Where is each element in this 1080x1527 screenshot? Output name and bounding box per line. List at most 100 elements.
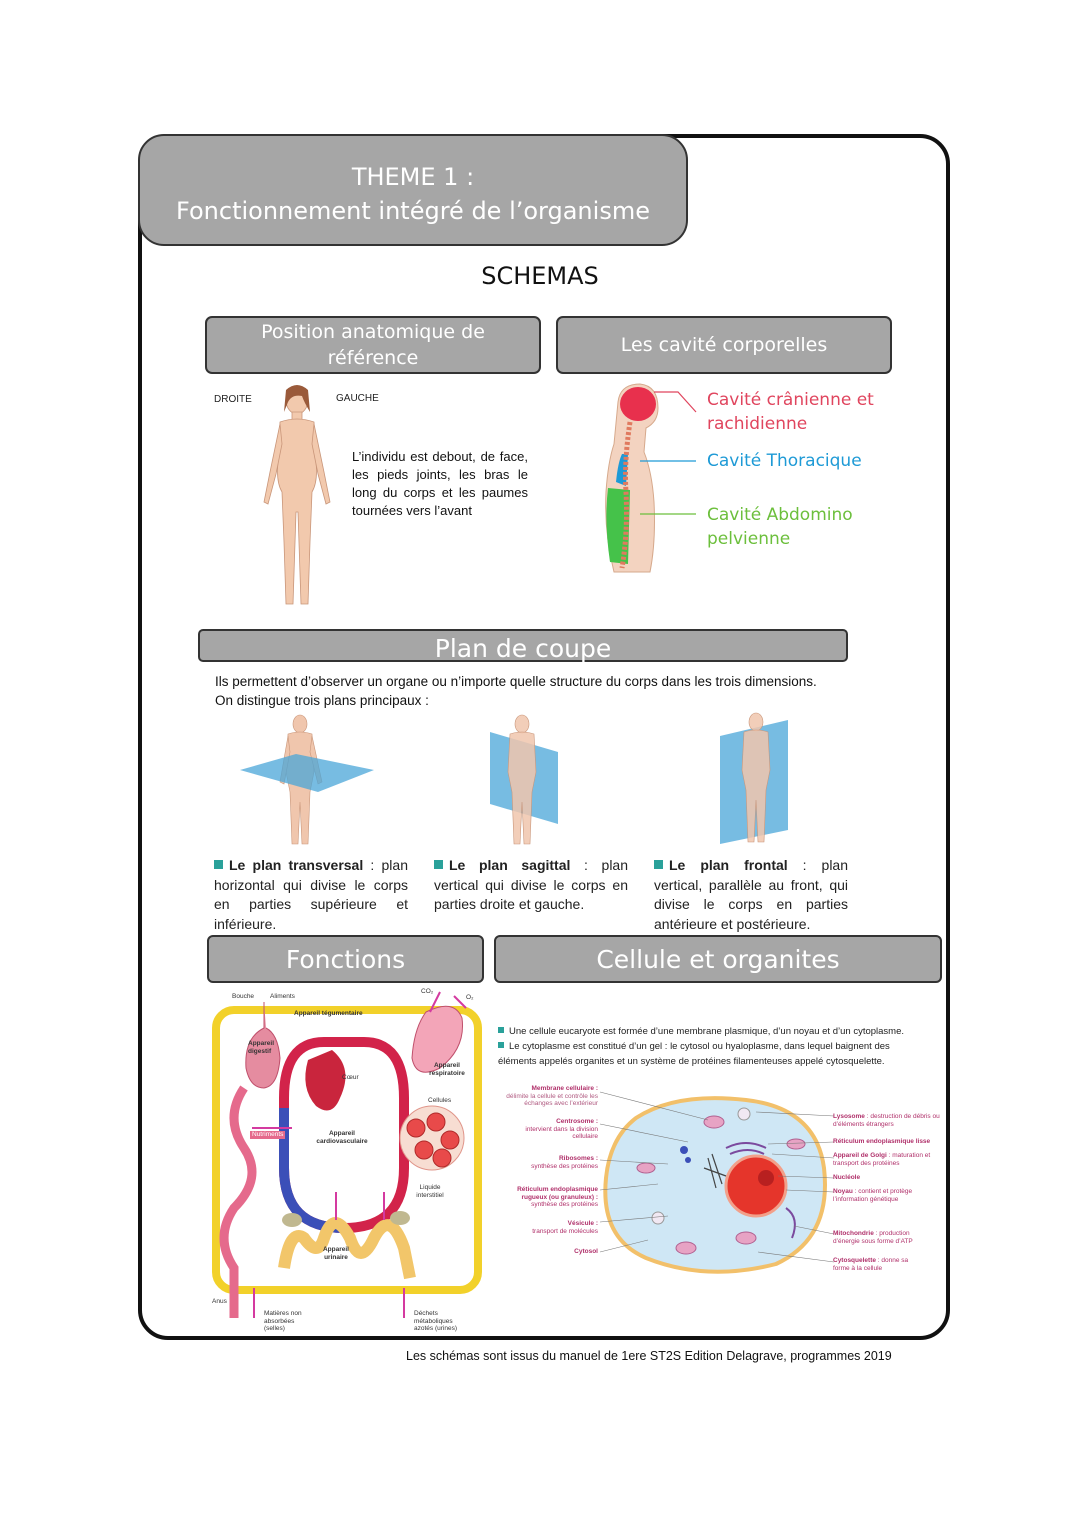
label-reticulum-rugueux-desc: synthèse des protéines [531, 1201, 598, 1208]
theme-number: THEME 1 : [351, 163, 475, 191]
label-matieres: Matières non absorbées (selles) [264, 1310, 302, 1332]
label-cytosquelette-desc: : donne sa forme à la cellule [833, 1257, 909, 1272]
cavite-cranienne-label: Cavité crânienne et rachidienne [707, 390, 874, 434]
plan-sagittal-name: Le plan sagittal [449, 857, 571, 873]
bullet-icon [498, 1042, 504, 1048]
cellule-text-2: Le cytoplasme est constitué d’un gel : l… [498, 1039, 918, 1069]
fonctions-title: Fonctions [285, 944, 406, 974]
label-centrosome: Centrosome :intervient dans la division … [520, 1118, 598, 1141]
label-ribosomes-desc: synthèse des protéines [531, 1162, 598, 1170]
label-mitochondrie: Mitochondrie : production d’énergie sous… [833, 1230, 933, 1245]
theme-title: Fonctionnement intégré de l’organisme [176, 197, 650, 225]
transverse-plane-figure [240, 714, 374, 845]
label-nucleole-title: Nucléole [833, 1174, 861, 1181]
label-coeur: Cœur [342, 1074, 359, 1081]
cellule-text-1: Une cellule eucaryote est formée d’une m… [498, 1024, 918, 1039]
label-reticulum-rugueux-title: Réticulum endoplasmique rugueux (ou gran… [517, 1186, 598, 1201]
position-title-box: Position anatomique de référence [205, 316, 541, 374]
label-golgi-title: Appareil de Golgi [833, 1152, 887, 1159]
frontal-plane-figure [720, 712, 788, 844]
label-noyau: Noyau : contient et protège l’informatio… [833, 1188, 933, 1203]
cellule-title: Cellule et organites [596, 944, 840, 974]
label-golgi-desc: : maturation et transport des protéines [833, 1152, 931, 1167]
bullet-icon [214, 860, 223, 869]
label-noyau-title: Noyau [833, 1188, 853, 1195]
label-lysosome: Lysosome : destruction de débris ou d’él… [833, 1113, 941, 1128]
label-cellules: Cellules [428, 1097, 452, 1104]
body-cavities-figure [605, 383, 659, 573]
plan-sagittal-description: Le plan sagittal : plan vertical qui div… [434, 856, 628, 915]
plan-coupe-intro-line2: On distingue trois plans principaux : [215, 693, 429, 708]
label-membrane: Membrane cellulaire :délimite la cellule… [500, 1085, 598, 1108]
position-title: Position anatomique de référence [261, 321, 485, 369]
label-centrosome-desc: intervient dans la division cellulaire [525, 1125, 598, 1141]
plan-frontal-name: Le plan frontal [669, 857, 788, 873]
label-reticulum-rugueux: Réticulum endoplasmique rugueux (ou gran… [504, 1186, 598, 1209]
cavites-title: Les cavité corporelles [620, 334, 828, 356]
cavite-thoracique-label: Cavité Thoracique [707, 451, 862, 471]
label-o2: O₂ [466, 994, 474, 1001]
cellule-title-box: Cellule et organites [494, 935, 942, 983]
label-mitochondrie-desc: : production d’énergie sous forme d’ATP [833, 1230, 913, 1245]
label-lysosome-desc: : destruction de débris ou d’éléments ét… [833, 1113, 940, 1128]
cavities-connector-lines [640, 391, 697, 515]
label-reticulum-lisse: Réticulum endoplasmique lisse [833, 1138, 941, 1146]
cellule-text-1-content: Une cellule eucaryote est formée d’une m… [509, 1026, 905, 1037]
label-ribosomes-title: Ribosomes : [558, 1155, 598, 1162]
label-ribosomes: Ribosomes :synthèse des protéines [510, 1155, 598, 1170]
label-nucleole: Nucléole [833, 1174, 941, 1182]
cellule-text: Une cellule eucaryote est formée d’une m… [498, 1024, 918, 1069]
label-membrane-title: Membrane cellulaire : [531, 1085, 598, 1092]
label-cytosquelette-title: Cytosquelette [833, 1257, 876, 1264]
plan-frontal-text: : plan vertical, parallèle au front, qui… [654, 857, 848, 932]
label-respiratoire: Appareil respiratoire [429, 1062, 465, 1077]
label-bouche: Bouche [232, 993, 255, 1000]
label-cytosol: Cytosol [530, 1248, 598, 1256]
label-noyau-desc: : contient et protège l’information géné… [833, 1188, 913, 1203]
label-cardiovasculaire: Appareil cardiovasculaire [316, 1130, 368, 1145]
label-cytosquelette: Cytosquelette : donne sa forme à la cell… [833, 1257, 913, 1272]
bullet-icon [498, 1027, 504, 1033]
label-centrosome-title: Centrosome : [556, 1118, 598, 1125]
label-mitochondrie-title: Mitochondrie [833, 1230, 874, 1237]
sagittal-plane-figure [490, 714, 558, 845]
label-vesicule-title: Vésicule : [567, 1220, 598, 1227]
theme-header: THEME 1 : Fonctionnement intégré de l’or… [138, 134, 688, 246]
label-vesicule: Vésicule :transport de molécules [510, 1220, 598, 1235]
anatomical-figure [263, 385, 331, 605]
schemas-title: SCHEMAS [481, 262, 599, 290]
label-membrane-desc: délimite la cellule et contrôle les écha… [506, 1092, 598, 1108]
cell-diagram [603, 1096, 827, 1274]
cavite-abdomino-label: Cavité Abdomino pelvienne [707, 505, 853, 549]
label-cytosol-title: Cytosol [574, 1248, 598, 1255]
plan-coupe-intro: Ils permettent d’observer un organe ou n… [215, 672, 817, 710]
label-tegumentaire: Appareil tégumentaire [294, 1010, 363, 1017]
plan-frontal-description: Le plan frontal : plan vertical, parallè… [654, 856, 848, 934]
label-urinaire: Appareil urinaire [322, 1246, 349, 1261]
cellule-text-2-content: Le cytoplasme est constitué d’un gel : l… [498, 1041, 890, 1067]
label-liquide-interstitiel: Liquide interstitiel [416, 1184, 444, 1199]
label-reticulum-lisse-title: Réticulum endoplasmique lisse [833, 1138, 931, 1145]
plan-coupe-title: Plan de coupe [434, 634, 612, 663]
label-digestif: Appareil digestif [248, 1040, 275, 1055]
plan-transversal-text: : plan horizontal qui divise le corps en… [214, 857, 408, 932]
label-anus: Anus [212, 1298, 227, 1305]
cell-label-leader-lines [599, 1091, 835, 1263]
plan-coupe-intro-line1: Ils permettent d’observer un organe ou n… [215, 674, 817, 689]
label-vesicule-desc: transport de molécules [532, 1227, 598, 1235]
bullet-icon [434, 860, 443, 869]
plan-transversal-name: Le plan transversal [229, 857, 364, 873]
plan-sagittal-text: : plan vertical qui divise le corps en p… [434, 857, 628, 912]
label-droite: DROITE [214, 394, 252, 405]
footer-source: Les schémas sont issus du manuel de 1ere… [406, 1349, 892, 1363]
label-lysosome-title: Lysosome [833, 1113, 865, 1120]
label-aliments: Aliments [270, 993, 295, 1000]
plan-transversal-description: Le plan transversal : plan horizontal qu… [214, 856, 408, 934]
label-dechets: Déchets métaboliques azotés (urines) [414, 1310, 457, 1332]
body-functions-diagram [212, 991, 482, 1318]
plan-coupe-title-box: Plan de coupe [198, 629, 848, 663]
position-description: L’individu est debout, de face, les pied… [352, 449, 528, 518]
label-co2: CO₂ [421, 988, 434, 995]
cavites-title-box: Les cavité corporelles [556, 316, 892, 374]
fonctions-title-box: Fonctions [207, 935, 484, 983]
